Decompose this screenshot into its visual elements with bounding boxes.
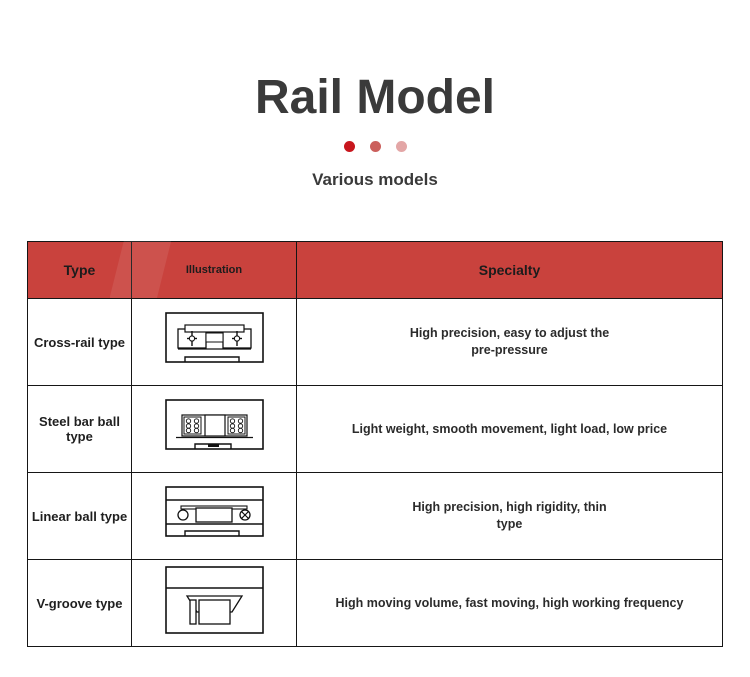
cell-type: V-groove type — [27, 559, 132, 647]
cell-illustration — [131, 559, 297, 647]
dot-light-icon — [395, 141, 407, 153]
table-header: Type Illustration Specialty — [27, 241, 723, 299]
cell-specialty: High moving volume, fast moving, high wo… — [296, 559, 723, 647]
linear-ball-diagram-icon — [164, 486, 264, 541]
table-header-row: Type Illustration Specialty — [27, 241, 723, 299]
dot-medium-icon — [369, 141, 381, 153]
table-row: Linear ball type — [27, 472, 723, 560]
column-header-illustration: Illustration — [131, 241, 297, 299]
cell-specialty: High precision, easy to adjust the pre-p… — [296, 298, 723, 386]
table-row: Steel bar ball type — [27, 385, 723, 473]
column-header-type: Type — [27, 241, 132, 299]
cross-rail-diagram-icon — [164, 312, 264, 367]
table-body: Cross-rail type — [27, 298, 723, 647]
rail-model-table: Type Illustration Specialty Cross-rail t… — [27, 241, 723, 647]
table-row: V-groove type High moving v — [27, 559, 723, 647]
dot-dark-icon — [343, 141, 355, 153]
page-title: Rail Model — [254, 71, 496, 124]
table-row: Cross-rail type — [27, 298, 723, 386]
rail-model-table-container: Type Illustration Specialty Cross-rail t… — [27, 241, 723, 647]
cell-illustration — [131, 385, 297, 473]
cell-specialty: High precision, high rigidity, thin type — [296, 472, 723, 560]
steel-bar-ball-diagram-icon — [164, 399, 264, 454]
column-header-specialty: Specialty — [296, 241, 723, 299]
cell-type: Steel bar ball type — [27, 385, 132, 473]
cell-illustration — [131, 298, 297, 386]
page-header: Rail Model Various models — [0, 0, 750, 190]
cell-type: Linear ball type — [27, 472, 132, 560]
cell-type: Cross-rail type — [27, 298, 132, 386]
decorative-dots — [0, 140, 750, 154]
cell-specialty: Light weight, smooth movement, light loa… — [296, 385, 723, 473]
page-subtitle: Various models — [312, 169, 438, 189]
cell-illustration — [131, 472, 297, 560]
v-groove-diagram-icon — [164, 566, 264, 635]
